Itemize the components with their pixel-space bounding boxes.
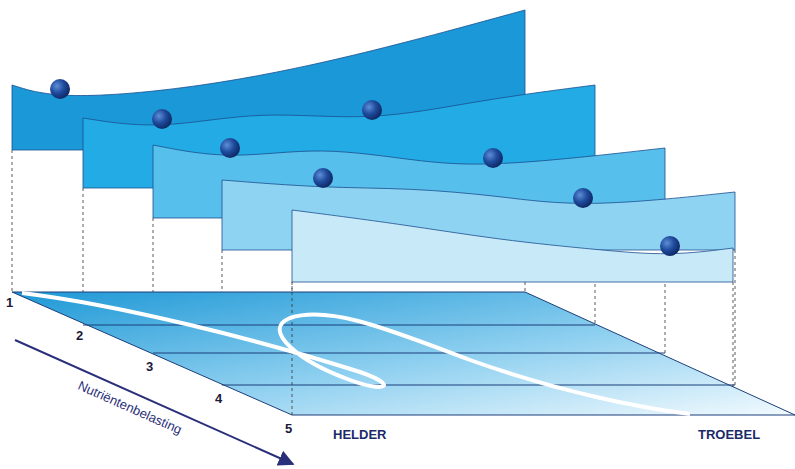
step-number: 3 <box>146 360 153 373</box>
step-number: 1 <box>6 296 13 309</box>
load-arrow <box>15 340 293 464</box>
row-line <box>222 385 735 386</box>
step-number: 2 <box>76 329 83 342</box>
state-ball <box>152 109 172 129</box>
state-ball <box>313 168 333 188</box>
state-ball <box>483 148 503 168</box>
state-ball <box>50 79 70 99</box>
row-line <box>83 325 595 326</box>
state-label: HELDER <box>333 428 386 441</box>
base-plane <box>12 292 795 415</box>
state-ball <box>220 138 240 158</box>
state-ball <box>362 100 382 120</box>
hysteresis-curve <box>22 293 690 414</box>
step-number: 5 <box>285 422 292 435</box>
state-ball <box>573 188 593 208</box>
step-number: 4 <box>215 392 222 405</box>
stability-landscape <box>292 210 733 282</box>
axis-label: Nutriëntenbelasting <box>76 378 184 435</box>
projection-line <box>735 250 736 385</box>
row-line <box>153 353 665 354</box>
projection-line <box>12 150 13 292</box>
state-label: TROEBEL <box>698 428 760 441</box>
state-ball <box>660 236 680 256</box>
